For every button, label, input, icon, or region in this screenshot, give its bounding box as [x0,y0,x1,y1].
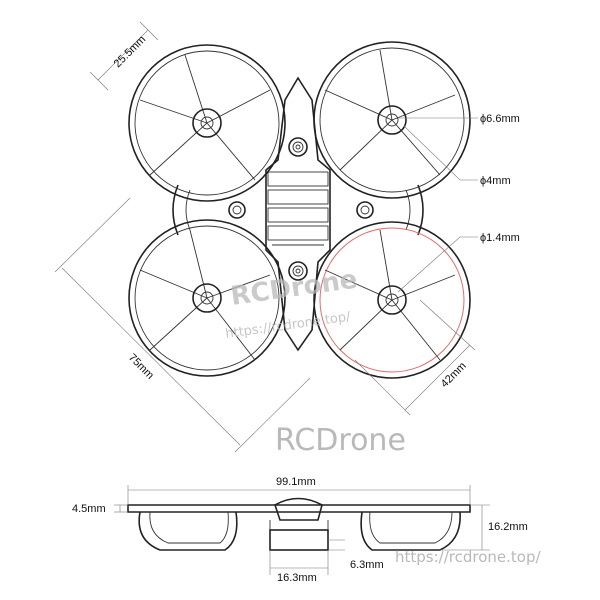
label-bottom-width: 16.3mm [277,572,317,584]
dim-42 [354,299,476,416]
label-bottom-offset: 6.3mm [350,559,384,571]
label-screw-hole: ϕ1.4mm [480,232,520,244]
side-bottom-block [269,529,329,551]
label-ring-diameter: 25.5mm [112,34,149,71]
dim-75 [54,197,311,453]
duct-bottom-left [128,219,286,377]
watermark-footer-url: https://rcdrone.top/ [395,548,541,566]
label-height-total: 16.2mm [488,521,528,533]
motor-hole-outer-marker [377,105,407,135]
side-dimensions [114,485,490,575]
duct-bottom-right [313,221,471,379]
label-wheelbase-75: 75mm [126,352,156,382]
top-view [54,21,478,453]
duct-top-left [128,44,286,202]
standoff-top [288,137,308,157]
label-motor-hole-inner: ϕ4mm [480,175,511,187]
callout-leaders [397,117,478,293]
rail-left [172,184,179,236]
standoff-left [228,201,246,219]
rail-left-inner [185,189,191,231]
side-view [114,485,490,575]
dim-25-5 [89,21,159,91]
watermark-big-brand: RCDrone [275,423,406,458]
duct-top-right [313,41,471,199]
side-canopy [274,497,323,521]
watermark-overlay-url: https://rcdrone.top/ [224,309,352,341]
watermark-overlay-brand: RCDrone [229,264,359,311]
label-prop-span-42: 42mm [439,360,469,390]
side-top-plate [127,504,471,513]
battery-tray [267,171,329,246]
label-height-left: 4.5mm [72,503,106,515]
standoff-bottom [288,261,308,281]
rail-right [417,184,424,236]
rail-right-inner [405,189,411,231]
highlight-ring [319,227,465,373]
label-width: 99.1mm [276,476,316,488]
label-motor-hole-outer: ϕ6.6mm [480,113,520,125]
standoff-right [356,201,374,219]
